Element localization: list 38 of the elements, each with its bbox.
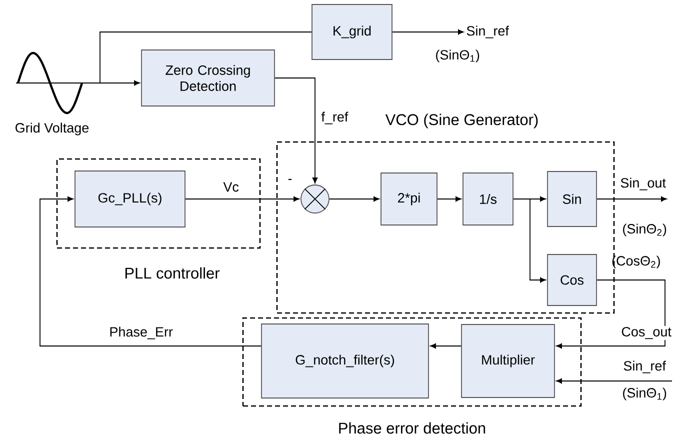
edge-label: Sin_out <box>619 176 667 192</box>
arrow <box>82 80 140 86</box>
label: (SinΘ$_{1}$) <box>623 388 666 400</box>
edge-label: Cos_out <box>620 326 672 340</box>
arrow <box>185 196 300 202</box>
label: (SinΘ$_{2}$) <box>623 224 666 236</box>
arrow <box>430 343 462 349</box>
summing-junction <box>300 184 330 214</box>
block-box: Zero Crossing Detection <box>141 50 275 106</box>
arrow <box>274 78 318 184</box>
arrow <box>556 280 666 349</box>
node-label: VCO (Sine Generator) <box>385 114 538 128</box>
block-box: Cos (CosΘ$_{2}$) <box>547 254 660 306</box>
edge-label: Phase_Err <box>108 326 174 340</box>
block-box: 1/s <box>462 172 514 226</box>
node-label: Grid Voltage <box>16 122 89 136</box>
label: - <box>288 178 292 180</box>
node-label: PLL controller <box>125 267 220 279</box>
arrow <box>596 196 667 202</box>
edge-label: f_ref <box>320 110 350 126</box>
arrow <box>556 378 672 384</box>
node-label: Phase error detection <box>339 422 486 434</box>
block-box: Multiplier <box>461 324 555 398</box>
edge-label: Sin_ref <box>622 360 667 374</box>
arrow <box>513 198 546 283</box>
block-box: Gc_PLL(s) <box>74 170 186 228</box>
block-box: Sin <box>547 171 597 227</box>
arrow <box>40 196 262 346</box>
block-box: G_notch_filter(s) <box>261 324 429 398</box>
block-box: 2*pi <box>380 172 438 226</box>
edge-label: Vc <box>222 181 240 193</box>
node-label: (CosΘ$_{2}$) <box>612 256 660 268</box>
arrow <box>392 29 464 35</box>
signal-label: Sin_ref (SinΘ$_{1}$) <box>436 26 509 62</box>
sine-wave-drawing <box>16 52 84 114</box>
arrow <box>329 196 380 202</box>
arrow <box>437 196 462 202</box>
block-box: K_grid <box>312 4 392 60</box>
